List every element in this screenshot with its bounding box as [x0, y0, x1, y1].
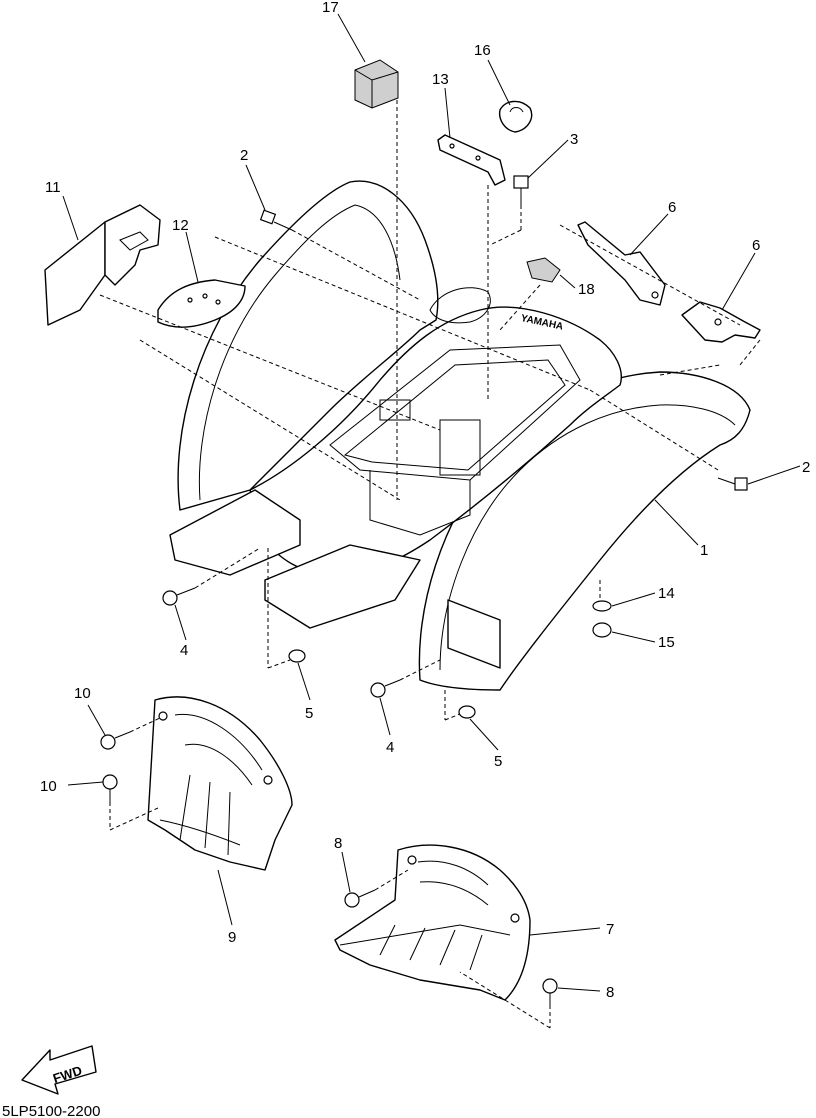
assembly-lines	[99, 100, 761, 1029]
mud-guard-7	[334, 844, 531, 1001]
pad-18	[526, 257, 561, 283]
callout-16: 16	[474, 42, 491, 59]
fwd-arrow-icon: FWD	[21, 1045, 97, 1095]
callout-13: 13	[432, 71, 449, 88]
callout-15: 15	[658, 634, 675, 651]
callout-10a: 10	[74, 685, 91, 702]
bracket-6b	[681, 301, 761, 343]
screw-4a	[162, 587, 196, 606]
mud-guard-9	[147, 696, 293, 871]
bolt-2a	[259, 209, 293, 231]
clip-16	[498, 100, 533, 133]
screw-8a	[344, 889, 376, 908]
screw-10b	[102, 774, 118, 802]
side-panel-11	[44, 204, 161, 326]
callout-7: 7	[606, 921, 614, 938]
callout-8b: 8	[606, 984, 614, 1001]
callout-numbers: 17 16 13 3 2 11 12 6 6 18 2 1 14 15 4 5 …	[40, 0, 810, 1001]
bracket-6a	[577, 221, 666, 306]
rear-fender: YAMAHA	[169, 180, 751, 691]
callout-9: 9	[228, 929, 236, 946]
callout-6a: 6	[668, 199, 676, 216]
box-17	[354, 59, 399, 109]
nut-5b	[458, 705, 476, 719]
callout-14: 14	[658, 585, 675, 602]
leader-lines	[62, 13, 801, 992]
bolt-3	[513, 175, 529, 205]
callout-11: 11	[45, 179, 61, 196]
grommet-15	[592, 622, 612, 638]
bolt-2b	[717, 477, 748, 491]
callout-18: 18	[578, 281, 595, 298]
nut-5a	[288, 649, 306, 663]
callout-12: 12	[172, 217, 189, 234]
screw-10a	[100, 731, 131, 750]
callout-2a: 2	[240, 147, 248, 164]
callout-10b: 10	[40, 778, 57, 795]
callout-1: 1	[700, 542, 708, 559]
bracket-13	[437, 134, 506, 186]
screw-8b	[542, 978, 558, 1005]
callout-3: 3	[570, 131, 578, 148]
callout-5a: 5	[305, 705, 313, 722]
callout-5b: 5	[494, 753, 502, 770]
diagram-code: 5LP5100-2200	[2, 1103, 100, 1118]
callout-17: 17	[322, 0, 339, 16]
callout-6b: 6	[752, 237, 760, 254]
callout-4b: 4	[386, 739, 394, 756]
callout-8a: 8	[334, 835, 342, 852]
callout-2b: 2	[802, 459, 810, 476]
screw-4b	[370, 679, 401, 698]
washer-14	[592, 600, 612, 612]
callout-4a: 4	[180, 642, 188, 659]
